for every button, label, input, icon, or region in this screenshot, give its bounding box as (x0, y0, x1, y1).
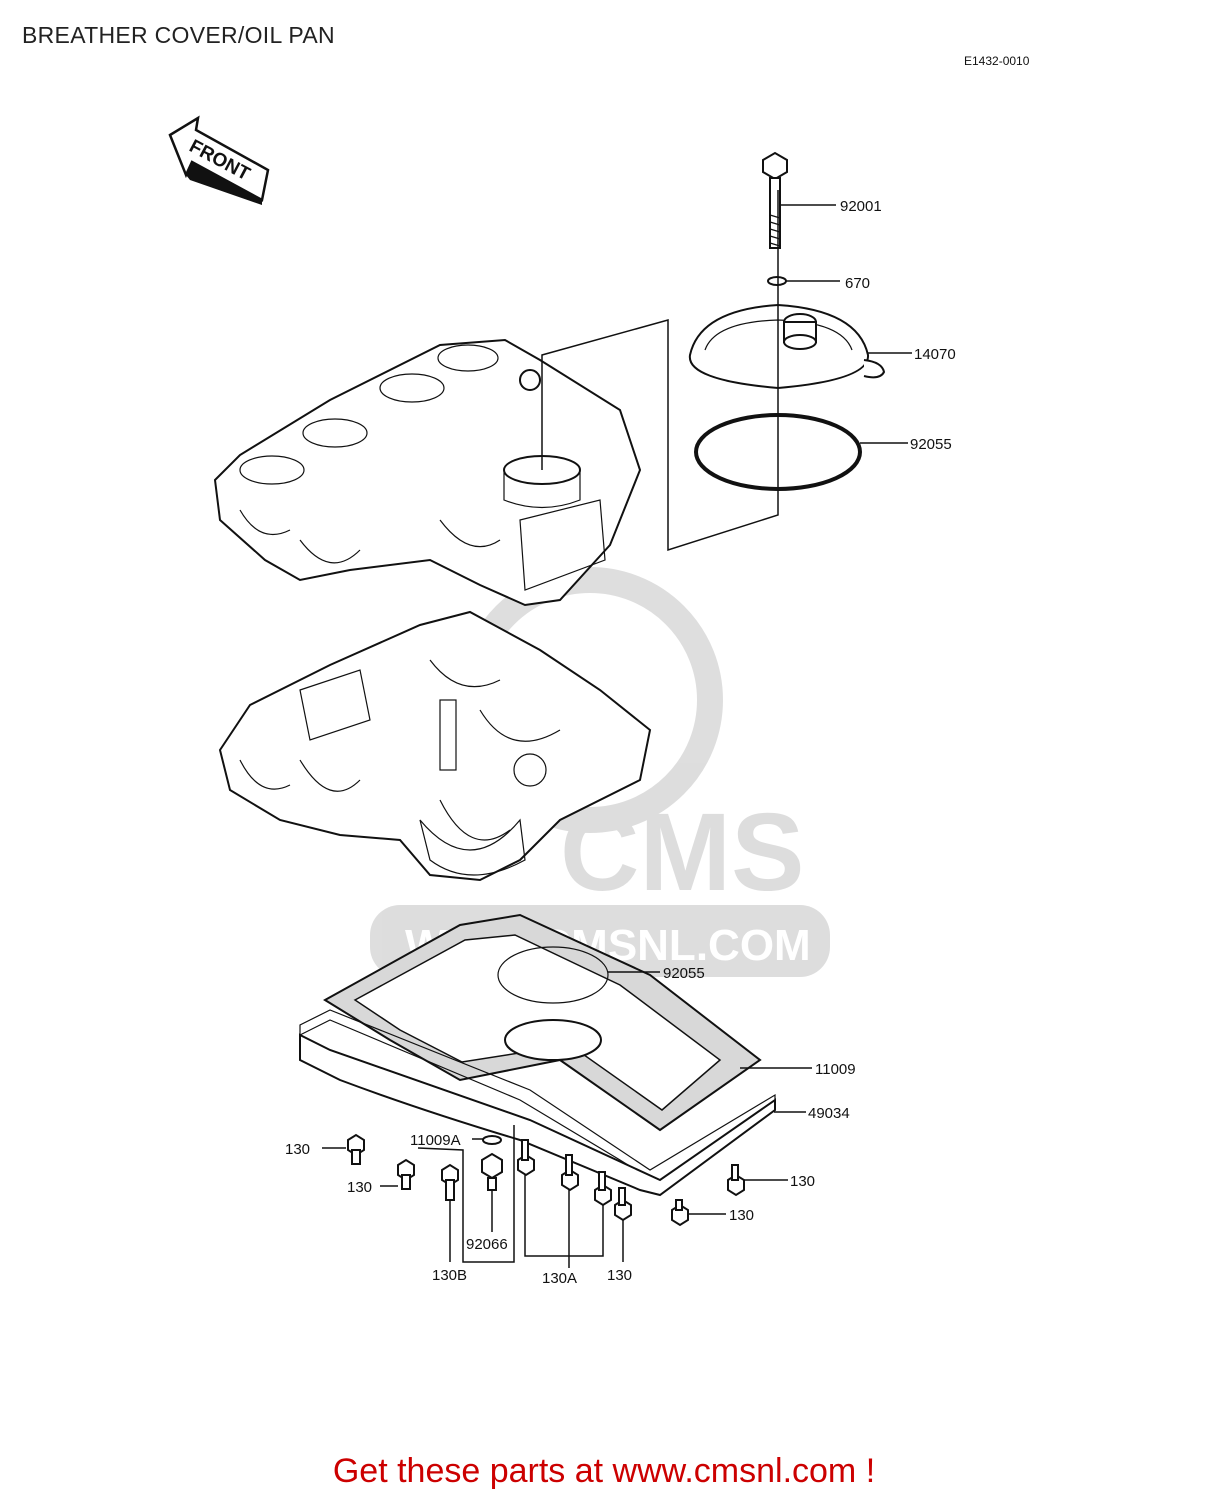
callout-130-b: 130 (347, 1179, 372, 1196)
callout-130B: 130B (432, 1267, 467, 1284)
callout-49034: 49034 (808, 1105, 850, 1122)
bolt-130A-2 (561, 1154, 579, 1192)
bolt-130A-1 (517, 1139, 535, 1177)
watermark-brand: CMS (560, 791, 804, 914)
bolt-130A-3 (594, 1171, 612, 1207)
bolt-130-c (614, 1187, 632, 1222)
callout-92055-pan: 92055 (663, 965, 705, 982)
drain-plug (481, 1135, 503, 1191)
diagram-code: E1432-0010 (964, 54, 1030, 68)
upper-crankcase (213, 338, 642, 607)
washer (767, 276, 787, 286)
breather-cover (688, 303, 886, 390)
oil-pan (299, 1009, 776, 1197)
bolt-130-b (397, 1158, 415, 1190)
callout-11009A: 11009A (410, 1132, 461, 1149)
callout-92001: 92001 (840, 198, 882, 215)
callout-130-a: 130 (285, 1141, 310, 1158)
bolt-130-d (727, 1164, 745, 1197)
bolt-130B (441, 1163, 459, 1201)
callout-130-c: 130 (607, 1267, 632, 1284)
lower-crankcase (218, 610, 652, 882)
callout-130-e: 130 (729, 1207, 754, 1224)
breather-bolt (762, 151, 788, 249)
page-title: BREATHER COVER/OIL PAN (22, 22, 335, 48)
callout-92066: 92066 (466, 1236, 508, 1253)
bolt-130-e (671, 1199, 689, 1227)
exploded-parts-diagram: CMS WWW.CMSNL.COM FRONT (168, 115, 956, 1287)
callout-14070: 14070 (914, 346, 956, 363)
bolt-130-a (347, 1133, 365, 1165)
leader-lines (322, 204, 912, 1268)
cta-link[interactable]: Get these parts at www.cmsnl.com ! (332, 1452, 876, 1490)
callout-670: 670 (845, 275, 870, 292)
front-arrow-icon: FRONT (168, 115, 270, 205)
callout-92055-top: 92055 (910, 436, 952, 453)
callout-130A: 130A (542, 1270, 577, 1287)
callout-11009: 11009 (815, 1061, 856, 1078)
callout-130-d: 130 (790, 1173, 815, 1190)
